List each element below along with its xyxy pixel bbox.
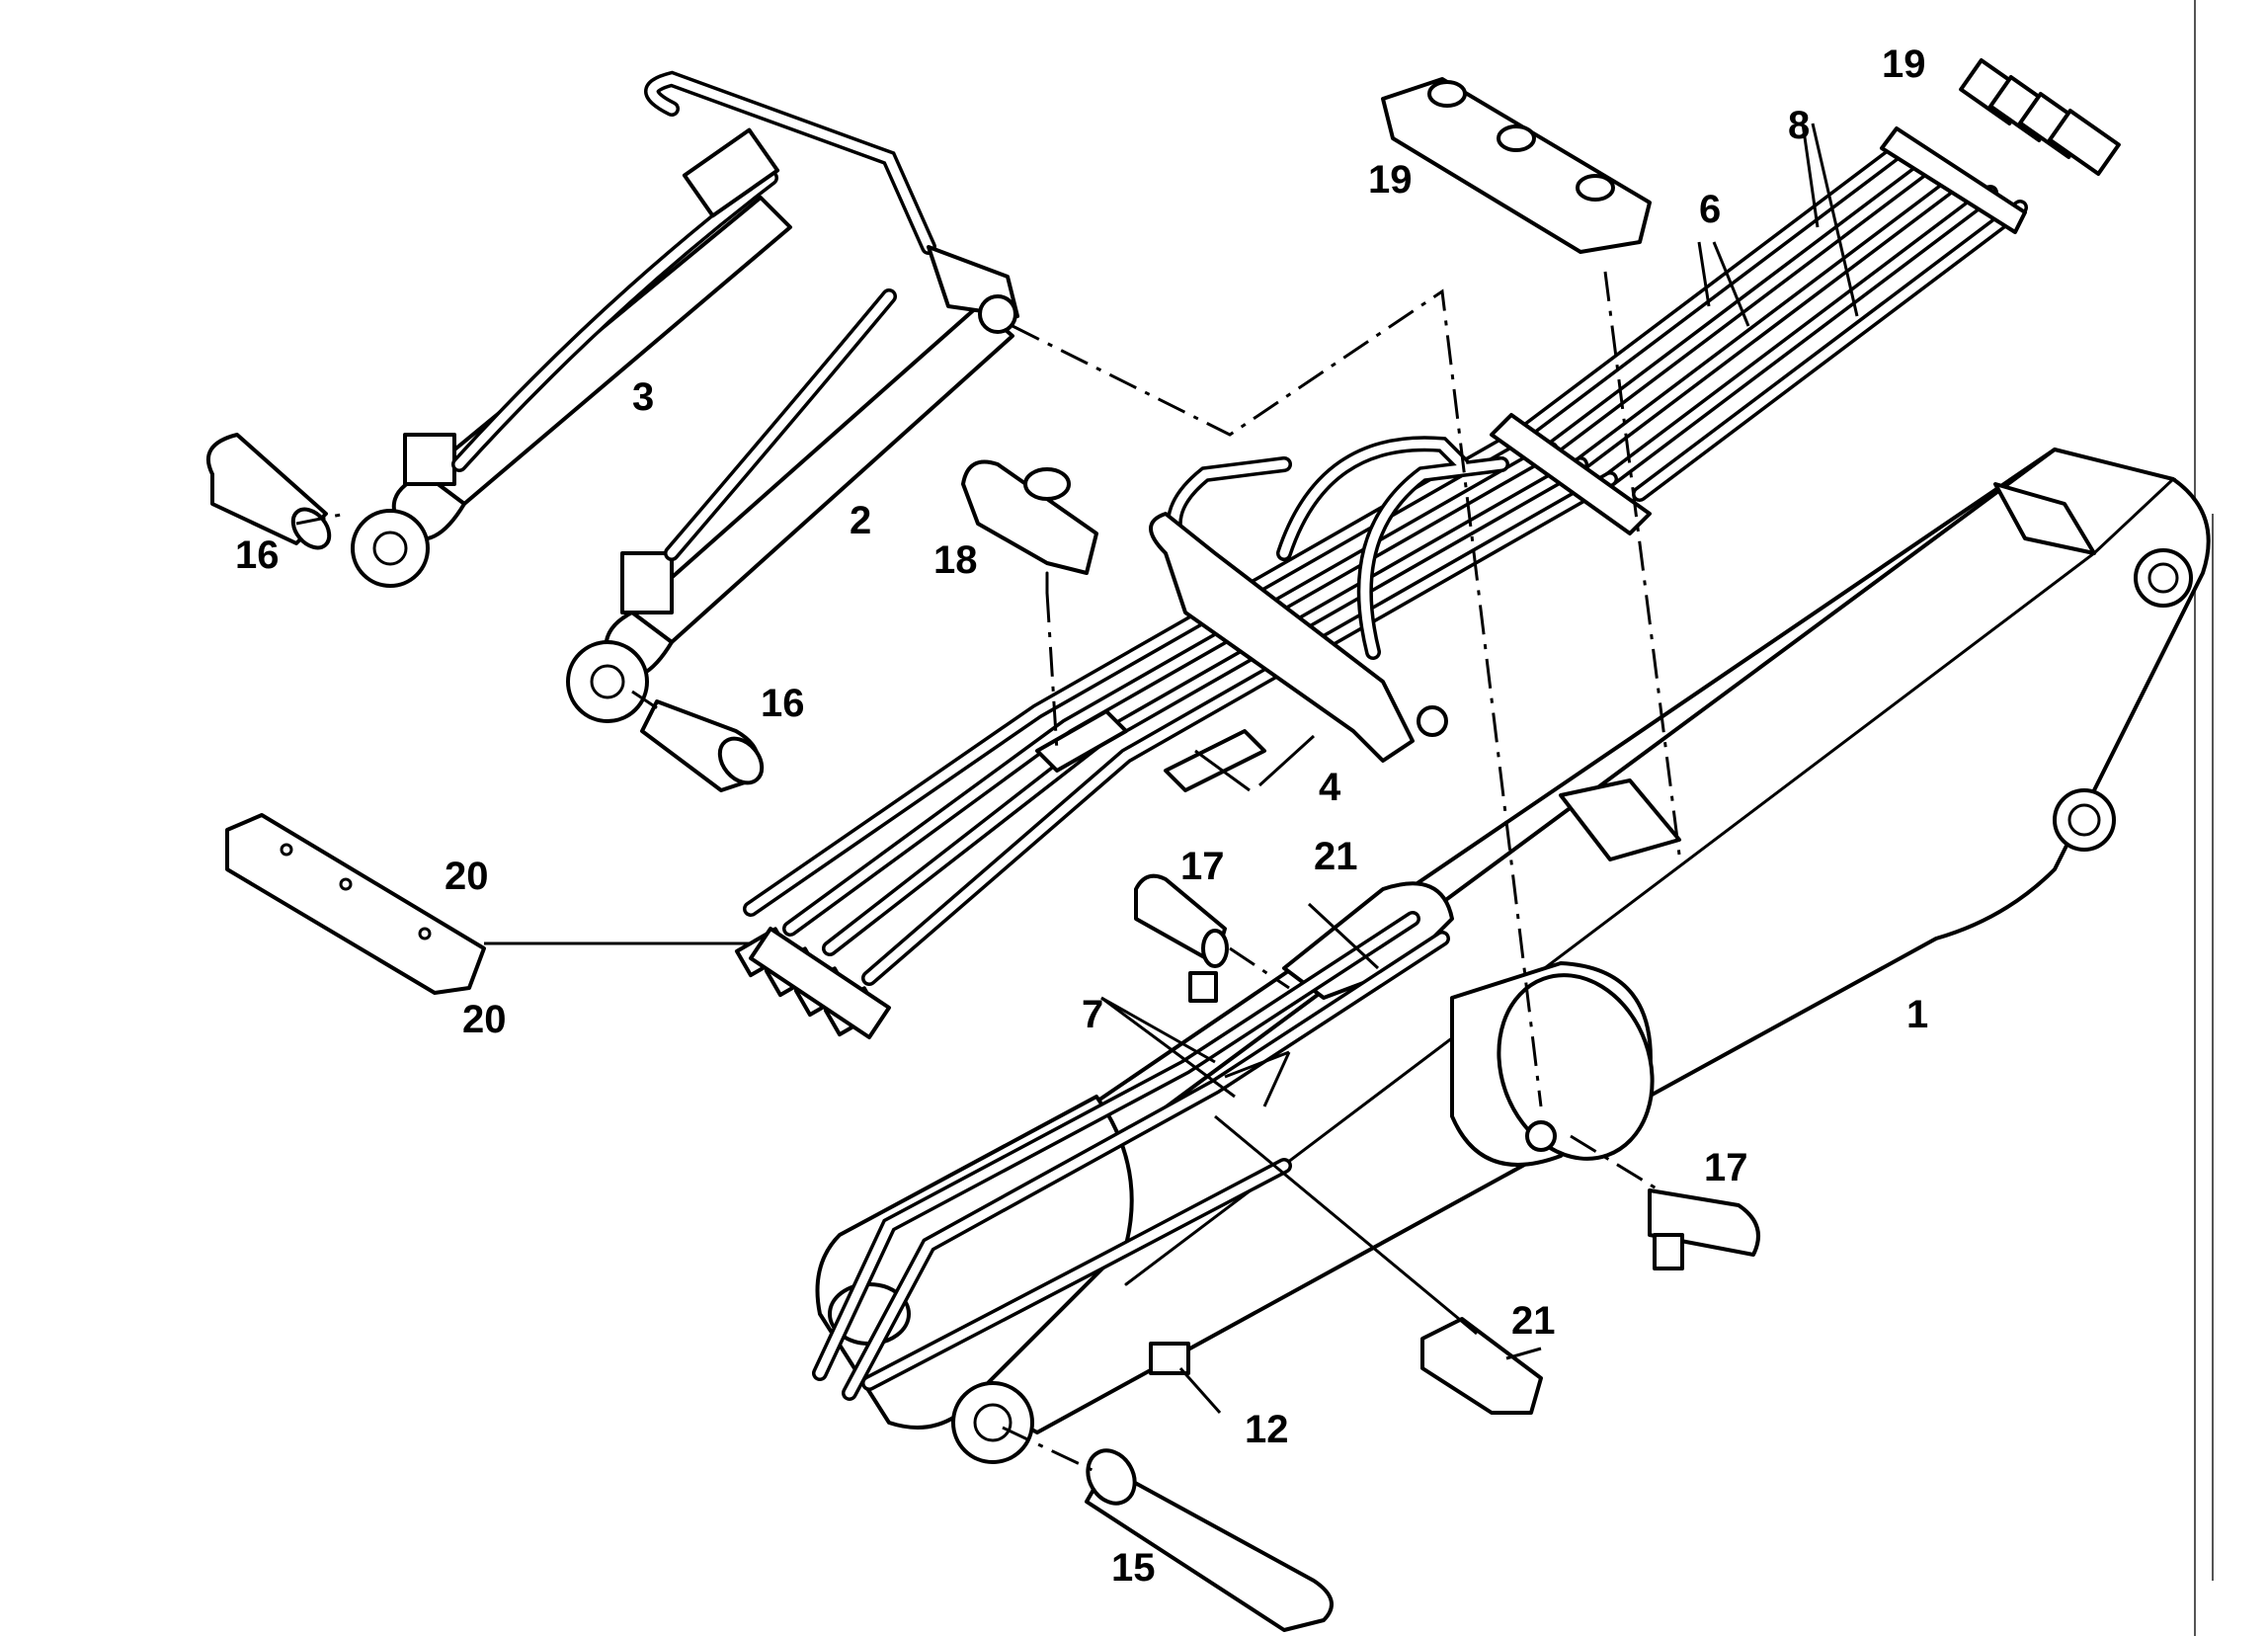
clamp-20 — [225, 813, 486, 995]
callout-2: 2 — [850, 499, 871, 542]
leader-lines — [484, 123, 1859, 1414]
clamp-21-lower — [1420, 1317, 1543, 1415]
clamp-18 — [961, 459, 1098, 595]
cylinder-2 — [566, 245, 1019, 723]
pin-17-upper — [1134, 873, 1229, 1003]
bolt-12 — [1149, 1342, 1190, 1375]
callout-21-upper: 21 — [1314, 835, 1358, 878]
pipe-ends — [734, 927, 891, 1039]
alignment-lines — [295, 271, 1681, 1474]
callout-12: 12 — [1245, 1408, 1289, 1451]
pin-16-lower — [640, 699, 765, 792]
callout-8: 8 — [1788, 104, 1810, 147]
hose-loops — [1149, 436, 1509, 763]
callout-19-top: 19 — [1882, 42, 1926, 86]
callout-17-lower: 17 — [1704, 1146, 1748, 1189]
callout-15: 15 — [1111, 1546, 1156, 1590]
pin-17-lower — [1648, 1188, 1760, 1270]
callout-7: 7 — [1082, 993, 1103, 1036]
clamp-19 — [1381, 77, 1652, 254]
scan-margin-lines — [2194, 0, 2214, 1636]
callouts: 1 2 3 4 6 7 8 12 15 16 16 17 17 18 19 19… — [235, 42, 1928, 1590]
callout-17-upper: 17 — [1180, 845, 1225, 888]
pipe-bundle-upper — [1513, 58, 2121, 502]
callout-1: 1 — [1906, 993, 1928, 1036]
callout-20-upper: 20 — [445, 855, 489, 898]
callout-16-lower: 16 — [761, 682, 805, 725]
cylinder-3 — [351, 70, 936, 588]
callout-16-upper: 16 — [235, 533, 280, 577]
callout-21-lower: 21 — [1511, 1299, 1556, 1343]
callout-4: 4 — [1319, 766, 1341, 809]
callout-20-lower: 20 — [462, 998, 507, 1041]
pipe-bundle-lower — [812, 911, 1450, 1401]
bundle-clamps — [1035, 126, 2027, 792]
callout-19-left: 19 — [1368, 158, 1413, 202]
callout-18: 18 — [933, 538, 978, 582]
callout-3: 3 — [632, 375, 654, 419]
callout-6: 6 — [1699, 188, 1721, 231]
pin-15 — [1085, 1448, 1334, 1632]
